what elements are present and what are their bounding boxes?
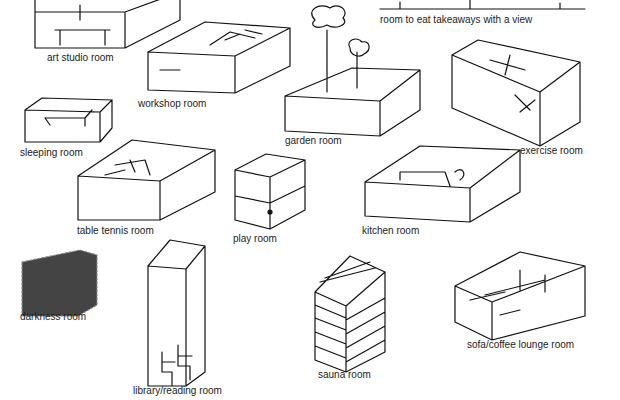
room-label: art studio room: [47, 52, 114, 64]
room-label: workshop room: [138, 98, 206, 110]
room-label: sofa/coffee lounge room: [467, 339, 574, 351]
room-label: table tennis room: [77, 225, 154, 237]
room-label: library/reading room: [133, 385, 222, 397]
room-label: exercise room: [520, 145, 583, 157]
room-label: sleeping room: [20, 147, 83, 159]
room-label: kitchen room: [362, 225, 419, 237]
room-label: garden room: [285, 135, 342, 147]
room-label: room to eat takeaways with a view: [380, 14, 532, 26]
room-label: play room: [233, 233, 277, 245]
room-label: darkness room: [20, 311, 86, 323]
room-label: sauna room: [318, 369, 371, 381]
